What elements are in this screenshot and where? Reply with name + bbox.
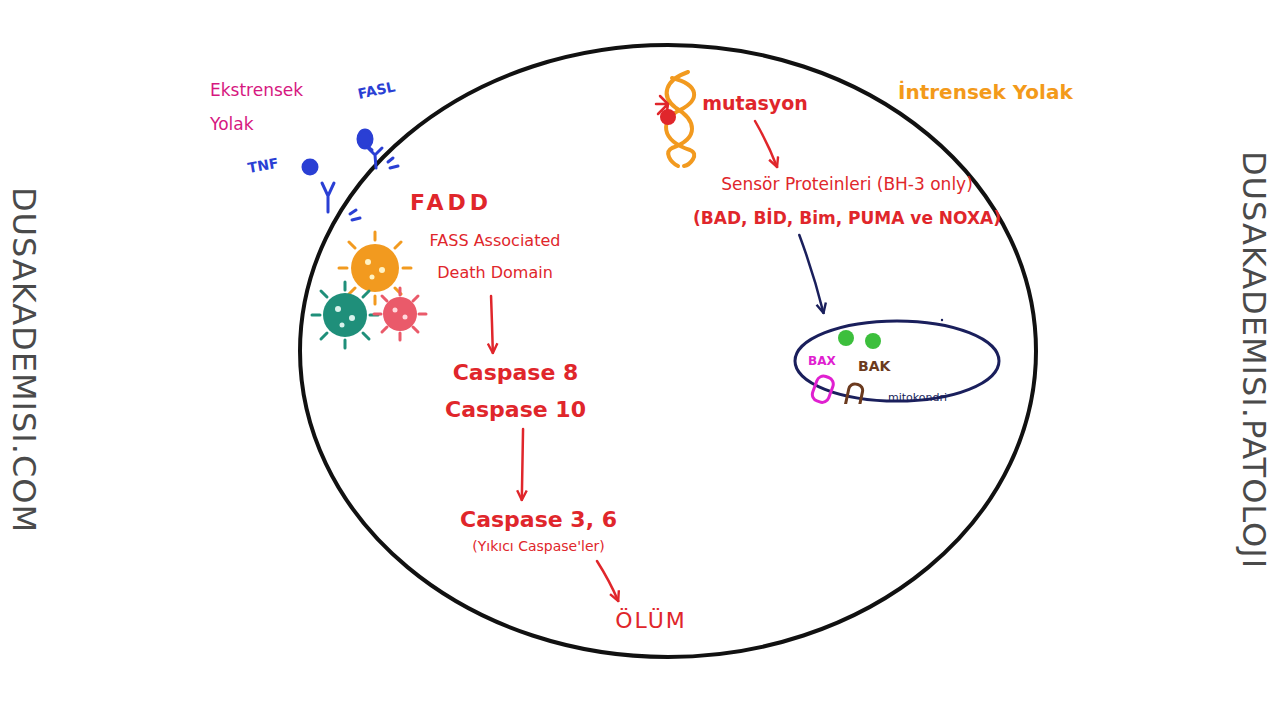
node-text: Sensör Proteinleri (BH-3 only) <box>692 174 1002 194</box>
node-text: FASS Associated Death Domain <box>410 225 580 289</box>
dna-mutation <box>656 72 694 166</box>
node-text: (Yıkıcı Caspase'ler) <box>459 538 618 554</box>
mitochondrion: BAX BAK mitokondri <box>792 318 1002 404</box>
caspase-initiator: Caspase 8 Caspase 10 <box>440 358 591 424</box>
tnf-receptor <box>303 160 360 220</box>
virus <box>374 288 426 340</box>
node-text: FADD <box>400 190 590 215</box>
mutation-text: mutasyon <box>697 90 813 116</box>
watermark: DUSAKADEMISI.PATOLOJI <box>1235 151 1273 569</box>
watermark: DUSAKADEMISI.COM <box>5 187 43 533</box>
arrow-connector <box>491 296 493 353</box>
caspase-executioner: Caspase 3, 6 (Yıkıcı Caspase'ler) <box>455 505 622 556</box>
node-text: mitokondri <box>888 391 947 404</box>
node-text: Caspase 8 <box>444 360 587 385</box>
death-text: ÖLÜM <box>610 606 692 635</box>
sensor-proteins: Sensör Proteinleri (BH-3 only) (BAD, BİD,… <box>688 172 1006 230</box>
cell-membrane <box>300 45 1036 657</box>
node-text: BAX <box>808 354 836 368</box>
arrow-connector <box>522 429 523 500</box>
pathway-title: Ekstrensek Yolak <box>210 73 320 141</box>
ligand-label: FASL <box>356 78 396 102</box>
fadd-text: FADD FASS Associated Death Domain <box>396 188 594 291</box>
node-text: ÖLÜM <box>614 608 688 633</box>
node-text: Caspase 10 <box>444 397 587 422</box>
node-text: BAK <box>858 358 890 374</box>
node-text: (BAD, BİD, Bim, PUMA ve NOXA) <box>692 208 1002 228</box>
ligand-label: TNF <box>247 155 280 176</box>
virus <box>312 282 378 348</box>
arrow-connector <box>755 121 777 167</box>
arrow-connector <box>597 561 618 601</box>
node-text: mutasyon <box>701 92 809 114</box>
node-text: Caspase 3, 6 <box>459 507 618 532</box>
arrow-connector <box>799 235 823 313</box>
fasl-receptor <box>358 130 398 168</box>
pathway-title: İntrensek Yolak <box>898 80 1073 104</box>
